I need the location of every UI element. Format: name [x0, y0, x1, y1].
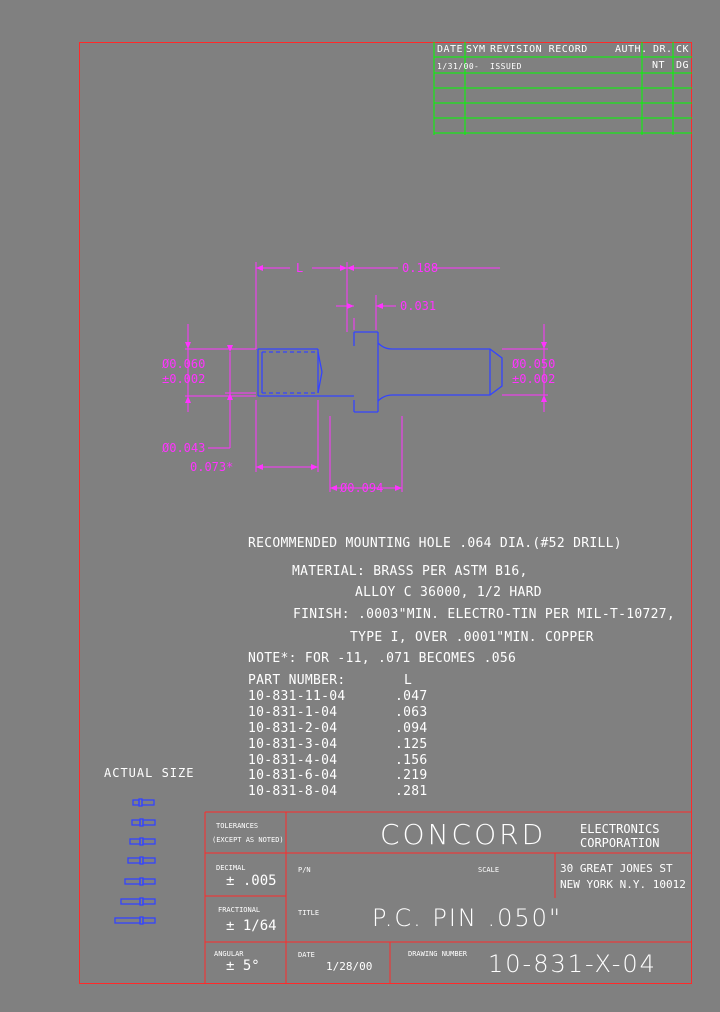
tolerances-label: TOLERANCES: [216, 822, 259, 830]
date-label: DATE: [298, 951, 315, 959]
note-star: NOTE*: FOR -11, .071 BECOMES .056: [248, 651, 517, 666]
rev-header-dr: DR.: [653, 44, 673, 55]
rev-row-ck: DG: [676, 60, 690, 71]
dim-dia-094: Ø0.094: [340, 481, 384, 495]
dim-l: L: [296, 261, 304, 275]
note-finish-1: FINISH: .0003"MIN. ELECTRO-TIN PER MIL-T…: [293, 607, 675, 622]
table-row-l: .047: [395, 689, 428, 704]
date-value: 1/28/00: [326, 960, 373, 973]
actual-size-pins: [114, 798, 156, 925]
dim-073: 0.073*: [190, 460, 234, 474]
scale-label: SCALE: [478, 866, 500, 874]
table-row-l: .156: [395, 753, 428, 768]
table-row-part: 10-831-2-04: [248, 721, 338, 736]
drawing-title: P.C. PIN .050": [372, 904, 562, 932]
drawing-border: [79, 42, 692, 984]
rev-header-auth: AUTH.: [615, 44, 648, 55]
part-col-l: L: [404, 673, 413, 688]
note-material-2: ALLOY C 36000, 1/2 HARD: [355, 585, 542, 600]
revision-grid: [433, 42, 692, 135]
dimension-lines: [185, 262, 548, 492]
company-sub-2: CORPORATION: [580, 836, 660, 850]
table-row-l: .063: [395, 705, 428, 720]
company-sub-1: ELECTRONICS: [580, 822, 660, 836]
pn-label: P/N: [298, 866, 311, 874]
table-row-part: 10-831-8-04: [248, 784, 338, 799]
dim-dia-060: Ø0.060: [162, 357, 206, 371]
fractional-value: ± 1/64: [226, 918, 277, 934]
table-row-l: .125: [395, 737, 428, 752]
dim-tol-060: ±0.002: [162, 372, 206, 386]
dim-188: 0.188: [402, 261, 439, 275]
table-row-l: .281: [395, 784, 428, 799]
fractional-label: FRACTIONAL: [218, 906, 261, 914]
note-mounting: RECOMMENDED MOUNTING HOLE .064 DIA.(#52 …: [248, 536, 622, 551]
rev-header-record: REVISION RECORD: [490, 44, 588, 55]
table-row-l: .094: [395, 721, 428, 736]
address-2: NEW YORK N.Y. 10012: [560, 878, 686, 891]
note-finish-2: TYPE I, OVER .0001"MIN. COPPER: [350, 630, 594, 645]
rev-header-date: DATE: [437, 44, 464, 55]
note-material-1: MATERIAL: BRASS PER ASTM B16,: [292, 564, 528, 579]
angular-value: ± 5°: [226, 958, 260, 974]
company-name: CONCORD: [380, 818, 547, 851]
table-row-part: 10-831-3-04: [248, 737, 338, 752]
rev-row-record: ISSUED: [490, 62, 522, 71]
rev-row-sym: -: [474, 62, 480, 71]
table-row-part: 10-831-11-04: [248, 689, 346, 704]
title-block-lines: [204, 811, 692, 984]
rev-header-ck: CK: [676, 44, 690, 55]
dim-031: 0.031: [400, 299, 437, 313]
rev-header-sym: SYM: [466, 44, 486, 55]
rev-row-date: 1/31/00: [437, 62, 475, 71]
actual-size-label: ACTUAL SIZE: [104, 766, 195, 780]
pin-outline: [257, 331, 503, 413]
dim-tol-050: ±0.002: [512, 372, 556, 386]
part-col-header: PART NUMBER:: [248, 673, 346, 688]
angular-label: ANGULAR: [214, 950, 244, 958]
rev-row-dr: NT: [652, 60, 666, 71]
except-label: (EXCEPT AS NOTED): [212, 836, 284, 844]
table-row-part: 10-831-6-04: [248, 768, 338, 783]
decimal-value: ± .005: [226, 873, 277, 889]
table-row-l: .219: [395, 768, 428, 783]
decimal-label: DECIMAL: [216, 864, 246, 872]
dim-dia-050: Ø0.050: [512, 357, 556, 371]
table-row-part: 10-831-1-04: [248, 705, 338, 720]
address-1: 30 GREAT JONES ST: [560, 862, 673, 875]
title-label: TITLE: [298, 909, 320, 917]
drawing-number: 10-831-X-04: [488, 950, 657, 978]
dim-dia-043: Ø0.043: [162, 441, 206, 455]
table-row-part: 10-831-4-04: [248, 753, 338, 768]
drawing-number-label: DRAWING NUMBER: [408, 950, 468, 958]
